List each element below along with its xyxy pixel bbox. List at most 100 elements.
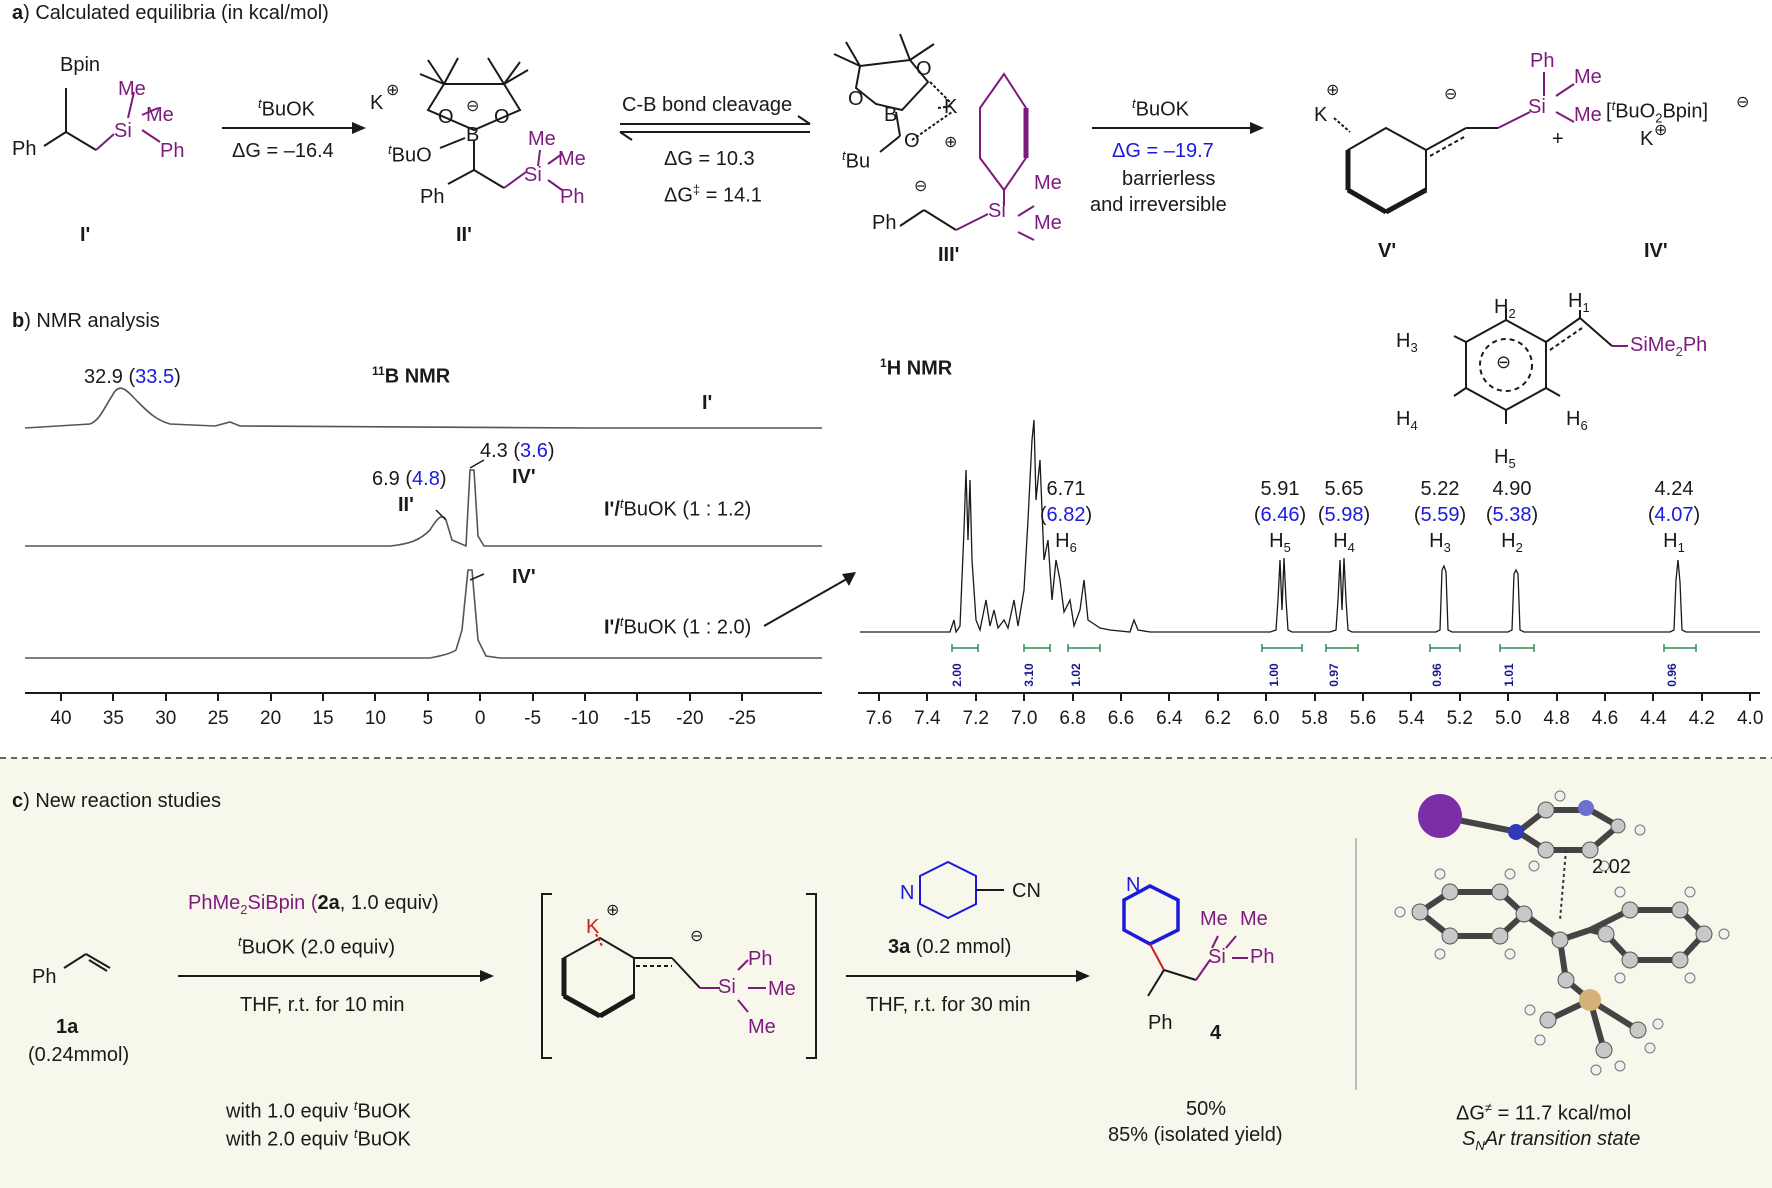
h-axis-tick-mark — [1604, 693, 1606, 701]
b-nmr-title: 11B NMR — [372, 364, 451, 388]
h-axis-tick-label: 7.2 — [962, 708, 989, 729]
h-axis-tick-label: 5.0 — [1494, 708, 1522, 729]
h-axis-tick-label: 7.0 — [1010, 708, 1038, 729]
h-peak-assignment: H4 — [1333, 530, 1355, 555]
III-tbu: tBu — [842, 148, 871, 173]
b-axis-tick-label: 30 — [155, 708, 177, 729]
V-me2: Me — [1574, 104, 1602, 126]
b-axis-tick-mark — [636, 693, 639, 701]
h-axis-tick-mark — [1313, 693, 1316, 701]
cyanopyridine-structure — [919, 860, 1004, 920]
II-k-charge: ⊕ — [386, 82, 400, 99]
step2-conditions: THF, r.t. for 30 min — [866, 994, 1031, 1016]
structure-V — [1333, 72, 1575, 215]
cond-line2: with 2.0 equiv tBuOK — [226, 1126, 411, 1151]
h-axis-tick-mark — [1216, 693, 1219, 701]
II-ph: Ph — [420, 186, 445, 208]
product-ph: Ph — [1250, 946, 1275, 968]
h-axis-tick-mark — [1362, 693, 1364, 701]
I-ph1: Ph — [12, 138, 37, 160]
h-axis-tick-mark — [1168, 693, 1171, 701]
I-me1: Me — [118, 78, 146, 100]
II-o1: O — [438, 106, 454, 128]
II-o2: O — [494, 106, 510, 128]
III-carbanion-charge: ⊖ — [914, 178, 928, 195]
b-axis-tick-label: 0 — [474, 708, 486, 729]
compound-IV-label: IV' — [1644, 240, 1668, 262]
III-me1: Me — [1034, 172, 1062, 194]
h-axis-tick-label: 5.6 — [1349, 708, 1377, 729]
h-peak-assignment: H1 — [1663, 530, 1685, 555]
b-axis-tick-label: 15 — [312, 708, 334, 729]
V-k-charge: ⊕ — [1326, 82, 1340, 99]
h-peak-assignment: H3 — [1429, 530, 1451, 555]
II-tbuo: tBuO — [388, 142, 432, 167]
b-axis-tick-label: 40 — [50, 708, 72, 729]
h-peak-calc: (5.98) — [1317, 504, 1371, 526]
I-ph2: Ph — [160, 140, 185, 162]
III-o1: O — [916, 58, 932, 80]
b-trace1-label: I' — [702, 392, 713, 414]
h-peak-label: 5.22(5.59)H3 — [1408, 476, 1472, 561]
h-axis-tick-mark — [1410, 693, 1413, 701]
h-integral-value: 1.02 — [1069, 663, 1083, 687]
IV-charge: ⊖ — [1736, 94, 1750, 111]
arrow-c2-head — [1076, 970, 1090, 982]
h-axis-tick-mark — [1071, 693, 1074, 701]
panel-c-label: c) New reaction studies — [12, 790, 221, 813]
plus-sign: + — [1552, 128, 1564, 150]
arrow-step3-head — [1250, 122, 1264, 134]
h-nmr-structure — [1453, 308, 1628, 424]
b-axis-tick-label: -20 — [676, 708, 704, 729]
step3-note1: barrierless — [1122, 168, 1216, 190]
h-axis-tick-mark — [974, 693, 977, 701]
b-nmr-spectra — [24, 387, 822, 659]
h-axis-tick-label: 6.4 — [1156, 708, 1183, 729]
b-axis-tick-mark — [112, 693, 115, 701]
h-axis-tick-mark — [878, 693, 880, 701]
b-axis-tick-mark — [269, 693, 272, 701]
product-n: N — [1126, 874, 1141, 896]
panel-b-letter: b — [12, 310, 25, 332]
h-axis-tick-mark — [1458, 693, 1461, 701]
II-si: Si — [524, 164, 542, 186]
h-integral-value: 2.00 — [950, 663, 964, 687]
h-peak-label: 5.91(6.46)H5 — [1248, 476, 1312, 561]
h-peak-label: 4.24(4.07)H1 — [1642, 476, 1706, 561]
h-axis-tick-label: 4.0 — [1736, 708, 1764, 729]
b-axis-tick-label: 5 — [422, 708, 434, 729]
h-integral-value: 0.96 — [1665, 663, 1679, 687]
b-peak1: 32.9 (33.5) — [84, 366, 181, 388]
h-struct-h4: H4 — [1396, 408, 1418, 433]
b-axis-tick-label: -25 — [728, 708, 756, 729]
step1-dg: ΔG = –16.4 — [232, 140, 334, 162]
step3-dg: ΔG = –19.7 — [1112, 140, 1214, 162]
intermediate-ph: Ph — [748, 948, 773, 970]
panel-a-label: a) Calculated equilibria (in kcal/mol) — [12, 2, 329, 25]
V-k: K — [1314, 104, 1328, 126]
III-k: K — [944, 96, 958, 118]
h-struct-h3: H3 — [1396, 330, 1418, 355]
arrow-to-h-nmr — [763, 575, 853, 627]
intermediate-me1: Me — [768, 978, 796, 1000]
b-axis-tick-label: 25 — [207, 708, 229, 729]
styrene-structure — [63, 953, 111, 972]
step2-amount: 3a (0.2 mmol) — [888, 936, 1012, 958]
h-integral-value: 0.96 — [1430, 663, 1444, 687]
intermediate-si: Si — [718, 976, 736, 998]
product-me2: Me — [1240, 908, 1268, 930]
sm-id: 1a — [56, 1016, 79, 1038]
h-peak-label: 6.71(6.82)H6 — [1034, 476, 1098, 561]
h-axis-tick-mark — [1120, 693, 1122, 701]
b-axis-tick-mark — [164, 693, 167, 701]
arrow-to-h-nmr-head — [842, 572, 856, 586]
panel-b-title: ) NMR analysis — [24, 310, 160, 332]
step2-title: C-B bond cleavage — [622, 94, 793, 116]
h-axis-tick-label: 6.6 — [1107, 708, 1135, 729]
h-nmr-title: 1H NMR — [880, 356, 953, 380]
b-nmr-labels-lines — [435, 459, 485, 581]
I-bpin: Bpin — [60, 54, 101, 76]
h-axis-tick-label: 6.0 — [1252, 708, 1280, 729]
h-axis-tick-label: 4.4 — [1640, 708, 1667, 729]
II-b-charge: ⊖ — [466, 98, 480, 115]
